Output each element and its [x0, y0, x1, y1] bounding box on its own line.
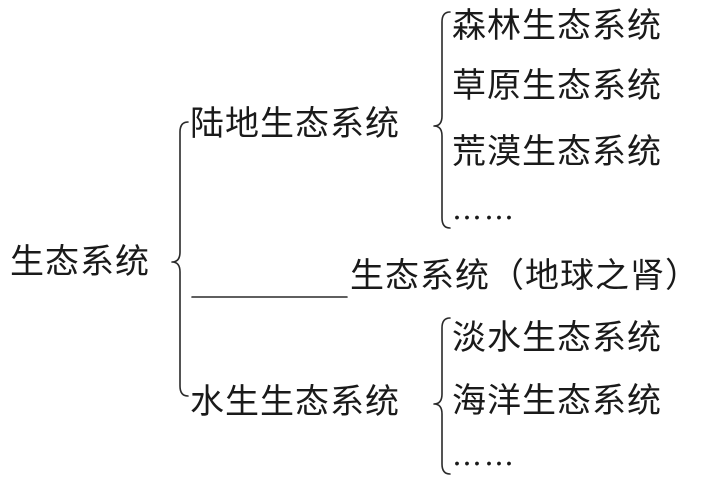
- freshwater-ecosystem: 淡水生态系统: [452, 318, 662, 358]
- root-label: 生态系统: [10, 242, 150, 282]
- desert-ecosystem: 荒漠生态系统: [452, 132, 662, 172]
- grassland-ecosystem: 草原生态系统: [452, 66, 662, 106]
- wetland-blank-suffix: 生态系统（地球之肾）: [350, 256, 700, 296]
- root-brace: [171, 121, 189, 397]
- water-ellipsis: ……: [452, 438, 516, 473]
- marine-ecosystem: 海洋生态系统: [452, 381, 662, 421]
- land-brace: [433, 11, 451, 229]
- water-brace: [433, 317, 451, 475]
- forest-ecosystem: 森林生态系统: [452, 6, 662, 46]
- land-ellipsis: ……: [452, 192, 516, 227]
- land-ecosystem-label: 陆地生态系统: [190, 104, 400, 144]
- water-ecosystem-label: 水生生态系统: [190, 382, 400, 422]
